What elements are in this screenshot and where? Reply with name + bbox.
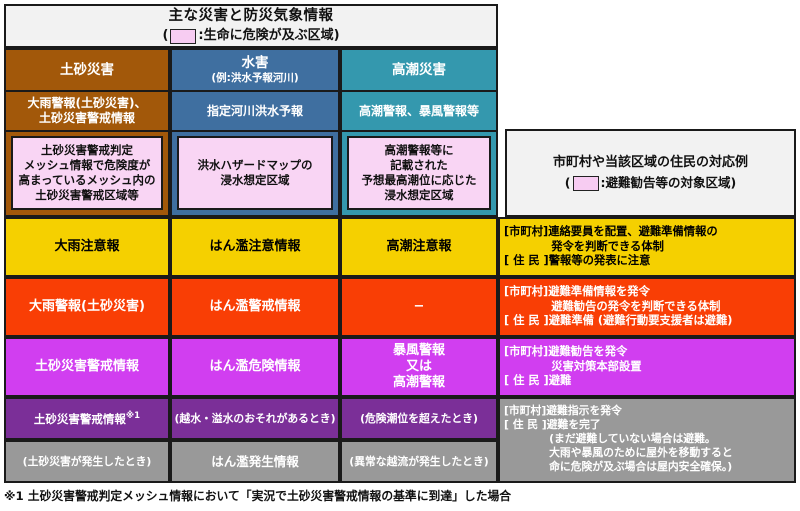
area-box-storm-surge: 高潮警報等に 記載された 予想最高潮位に応じた 浸水想定区域 <box>347 136 491 210</box>
legend-paren-open: ( <box>162 28 169 44</box>
category-header-flood: 水害 (例:洪水予報河川) <box>170 48 340 92</box>
pink-swatch-icon <box>170 29 197 45</box>
level-yellow-landslide-text: 大雨注意報 <box>54 238 120 254</box>
area-box-storm-surge-text: 高潮警報等に 記載された 予想最高潮位に応じた 浸水想定区域 <box>361 143 477 202</box>
response-example-header-legend: ( :避難勧告等の対象区域) <box>565 175 736 191</box>
response-example-header: 市町村や当該区域の住民の対応例 ( :避難勧告等の対象区域) <box>505 129 796 217</box>
table-title-banner: 主な災害と防災気象情報 ( :生命に危険が及ぶ区域) <box>4 4 498 48</box>
level-orange-landslide-text: 大雨警報(土砂災害) <box>29 298 145 314</box>
area-box-flood: 洪水ハザードマップの 浸水想定区域 <box>177 136 333 210</box>
area-box-flood-text: 洪水ハザードマップの 浸水想定区域 <box>197 158 313 187</box>
level-gray-flood: はん濫発生情報 <box>170 440 340 483</box>
category-header-storm-surge-label: 高潮災害 <box>392 61 446 78</box>
legend-text: :生命に危険が及ぶ区域) <box>198 28 340 44</box>
level-purple-flood-text: (越水・溢水のおそれがあるとき) <box>174 411 336 425</box>
level-gray-flood-text: はん濫発生情報 <box>211 453 299 469</box>
level-orange-landslide: 大雨警報(土砂災害) <box>4 277 170 337</box>
action-magenta: [市町村]避難勧告を発令 災害対策本部設置 [ 住 民 ]避難 <box>498 337 796 397</box>
level-magenta-storm-surge-text: 暴風警報 又は 高潮警報 <box>392 342 445 391</box>
level-gray-storm-surge: (異常な越流が発生したとき) <box>340 440 498 483</box>
level-orange-flood: はん濫警戒情報 <box>170 277 340 337</box>
action-yellow-text: [市町村]連絡要員を配置、避難準備情報の 発令を判断できる体制 [ 住 民 ]警… <box>504 225 718 268</box>
level-purple-flood: (越水・溢水のおそれがあるとき) <box>170 397 340 440</box>
area-box-landslide: 土砂災害警戒判定 メッシュ情報で危険度が 高まっているメッシュ内の 土砂災害警戒… <box>11 136 163 210</box>
level-purple-landslide: 土砂災害警戒情報※1 <box>4 397 170 440</box>
legend-paren-open-right: ( <box>564 175 571 191</box>
level-yellow-storm-surge: 高潮注意報 <box>340 217 498 277</box>
footnote-marker-1: ※1 <box>125 410 141 421</box>
action-magenta-text: [市町村]避難勧告を発令 災害対策本部設置 [ 住 民 ]避難 <box>504 345 642 388</box>
level-gray-landslide-text: (土砂災害が発生したとき) <box>22 454 152 468</box>
info-cell-landslide-text: 大雨警報(土砂災害)、 土砂災害警戒情報 <box>27 96 147 125</box>
area-cell-landslide: 土砂災害警戒判定 メッシュ情報で危険度が 高まっているメッシュ内の 土砂災害警戒… <box>4 132 170 217</box>
area-cell-flood: 洪水ハザードマップの 浸水想定区域 <box>170 132 340 217</box>
response-example-header-title: 市町村や当該区域の住民の対応例 <box>552 155 748 171</box>
level-magenta-flood-text: はん濫危険情報 <box>209 358 301 374</box>
category-header-flood-label: 水害 <box>241 54 269 71</box>
level-yellow-flood: はん濫注意情報 <box>170 217 340 277</box>
info-cell-storm-surge: 高潮警報、暴風警報等 <box>340 92 498 132</box>
legend-text-right: :避難勧告等の対象区域) <box>600 175 737 191</box>
level-orange-flood-text: はん濫警戒情報 <box>209 298 301 314</box>
pink-swatch-icon-right <box>572 175 599 191</box>
info-cell-flood-text: 指定河川洪水予報 <box>206 103 303 118</box>
action-yellow: [市町村]連絡要員を配置、避難準備情報の 発令を判断できる体制 [ 住 民 ]警… <box>498 217 796 277</box>
info-cell-landslide: 大雨警報(土砂災害)、 土砂災害警戒情報 <box>4 92 170 132</box>
level-magenta-landslide: 土砂災害警戒情報 <box>4 337 170 397</box>
category-header-flood-sub: (例:洪水予報河川) <box>211 72 299 85</box>
level-purple-landslide-label: 土砂災害警戒情報 <box>33 411 126 426</box>
table-title-text: 主な災害と防災気象情報 <box>168 8 334 25</box>
footnote-text: ※1 土砂災害警戒判定メッシュ情報において「実況で土砂災害警戒情報の基準に到達」… <box>4 489 512 503</box>
level-orange-storm-surge-text: − <box>413 298 425 314</box>
category-header-landslide-label: 土砂災害 <box>60 61 114 78</box>
level-purple-storm-surge: (危険潮位を超えたとき) <box>340 397 498 440</box>
level-purple-landslide-text: 土砂災害警戒情報※1 <box>34 411 140 426</box>
action-evacuation-order: [市町村]避難指示を発令 [ 住 民 ]避難を完了 (まだ避難していない場合は避… <box>498 397 796 483</box>
category-header-storm-surge: 高潮災害 <box>340 48 498 92</box>
area-cell-storm-surge: 高潮警報等に 記載された 予想最高潮位に応じた 浸水想定区域 <box>340 132 498 217</box>
info-cell-flood: 指定河川洪水予報 <box>170 92 340 132</box>
level-magenta-landslide-text: 土砂災害警戒情報 <box>34 358 139 374</box>
table-title-legend: ( :生命に危険が及ぶ区域) <box>162 28 340 45</box>
level-magenta-storm-surge: 暴風警報 又は 高潮警報 <box>340 337 498 397</box>
level-gray-storm-surge-text: (異常な越流が発生したとき) <box>349 454 489 468</box>
action-orange: [市町村]避難準備情報を発令 避難勧告の発令を判断できる体制 [ 住 民 ]避難… <box>498 277 796 337</box>
action-evacuation-order-text: [市町村]避難指示を発令 [ 住 民 ]避難を完了 (まだ避難していない場合は避… <box>504 404 733 474</box>
area-box-landslide-text: 土砂災害警戒判定 メッシュ情報で危険度が 高まっているメッシュ内の 土砂災害警戒… <box>18 143 156 202</box>
level-yellow-landslide: 大雨注意報 <box>4 217 170 277</box>
action-orange-text: [市町村]避難準備情報を発令 避難勧告の発令を判断できる体制 [ 住 民 ]避難… <box>504 285 733 328</box>
level-yellow-storm-surge-text: 高潮注意報 <box>386 238 452 254</box>
level-yellow-flood-text: はん濫注意情報 <box>209 238 301 254</box>
level-purple-storm-surge-text: (危険潮位を超えたとき) <box>360 411 478 425</box>
level-magenta-flood: はん濫危険情報 <box>170 337 340 397</box>
level-orange-storm-surge: − <box>340 277 498 337</box>
info-cell-storm-surge-text: 高潮警報、暴風警報等 <box>358 103 479 118</box>
category-header-landslide: 土砂災害 <box>4 48 170 92</box>
level-gray-landslide: (土砂災害が発生したとき) <box>4 440 170 483</box>
